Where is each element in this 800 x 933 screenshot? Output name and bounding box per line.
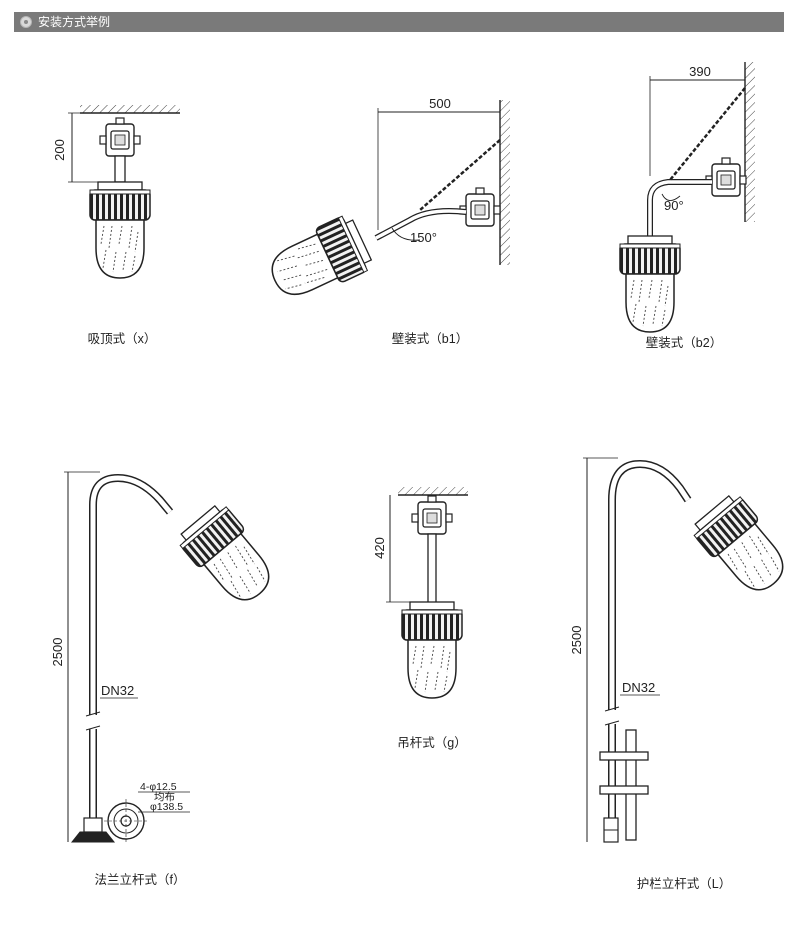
wall-mount-b2-dim-width: 390 xyxy=(689,64,711,79)
caption-wall-mount-b2: 壁装式（b2） xyxy=(646,335,722,350)
pendant-rod-dim-height: 420 xyxy=(372,537,387,559)
figure-ceiling-mount: 200 吸顶式（x） xyxy=(52,105,180,346)
caption-ceiling-mount: 吸顶式（x） xyxy=(88,332,157,346)
figure-wall-mount-b2: 390 90° 壁装式（b2） xyxy=(619,62,755,350)
flange-pole-hole-note: 均布 xyxy=(154,791,175,803)
wall-mount-b1-dim-width: 500 xyxy=(429,96,451,111)
caption-guardrail-pole: 护栏立杆式（L） xyxy=(637,876,731,891)
section-title: 安装方式举例 xyxy=(38,15,111,29)
ceiling-mount-dim-height: 200 xyxy=(52,139,67,161)
caption-pendant-rod: 吊杆式（g） xyxy=(397,736,466,750)
figure-flange-pole: 2500 DN32 4-φ12.5 均布 φ138.5 法兰立杆式（f） xyxy=(50,471,284,887)
guardrail-pole-pipe-spec: DN32 xyxy=(622,680,655,695)
figure-wall-mount-b1: 500 150° 壁装式（b1） xyxy=(261,96,510,346)
wall-mount-b2-angle: 90° xyxy=(664,198,684,213)
section-header: 安装方式举例 xyxy=(14,12,784,32)
guardrail-pole-dim-height: 2500 xyxy=(569,626,584,655)
flange-pole-dim-height: 2500 xyxy=(50,638,65,667)
flange-pole-pcd: φ138.5 xyxy=(150,801,183,813)
flange-pole-hole-spec: 4-φ12.5 xyxy=(140,781,177,793)
caption-wall-mount-b1: 壁装式（b1） xyxy=(392,331,468,346)
section-bullet-icon xyxy=(20,16,32,28)
figure-guardrail-pole: 2500 DN32 护栏立杆式（L） xyxy=(569,457,798,891)
flange-pole-pipe-spec: DN32 xyxy=(101,683,134,698)
figure-pendant-rod: 420 吊杆式（g） xyxy=(372,487,468,750)
caption-flange-pole: 法兰立杆式（f） xyxy=(95,872,186,887)
wall-mount-b1-angle: 150° xyxy=(410,230,437,245)
